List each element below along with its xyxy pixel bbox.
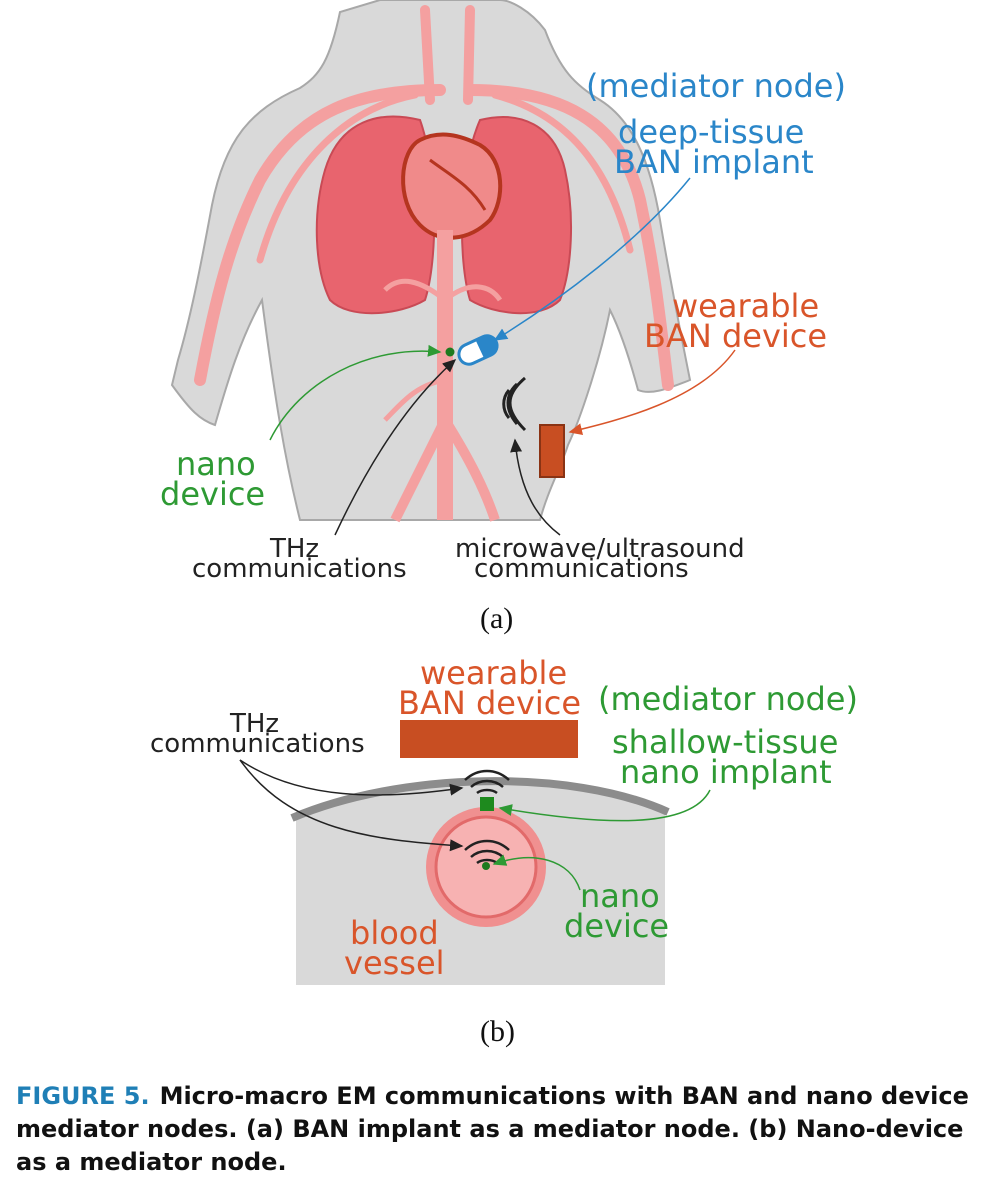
implant-label-b-line1: shallow-tissue: [612, 723, 839, 761]
wearable-label-b-line2: BAN device: [398, 684, 582, 722]
wearable-label-a-line1: wearable: [672, 287, 820, 325]
figure-number: FIGURE 5.: [16, 1082, 150, 1110]
panel-letter-a: (a): [480, 602, 514, 635]
arrow-thz-b1: [239, 759, 464, 796]
arrow-thz-a: [334, 359, 457, 536]
wearable-label-b-line1: wearable: [420, 654, 568, 692]
mediator-node-label-a: (mediator node): [586, 67, 846, 105]
waves-surface: [464, 769, 510, 795]
arm-artery-left: [194, 84, 446, 386]
vessel-label-line1: blood: [350, 914, 439, 952]
implant-label-line1: deep-tissue: [618, 113, 805, 151]
implant-label-line2: BAN implant: [614, 143, 814, 181]
arrow-thz-b2: [239, 759, 464, 852]
arrow-wearable: [568, 349, 736, 436]
arm-artery-right-2: [491, 91, 634, 254]
wearable-ban-device-b: [400, 720, 578, 758]
mediator-node-label-b: (mediator node): [598, 680, 858, 718]
nano-device-dot-a: [445, 347, 455, 357]
neck-artery-right: [463, 5, 475, 105]
thz-label-b-line2: communications: [150, 729, 365, 759]
nano-device-label-b-line1: nano: [580, 877, 660, 915]
mw-label-line1: microwave/ultrasound: [455, 534, 745, 564]
mw-label-line2: communications: [474, 554, 689, 584]
thz-label-a-line1: THz: [270, 534, 320, 564]
heart-detail: [429, 158, 487, 211]
ban-implant-capsule: [457, 334, 499, 366]
heart: [401, 132, 503, 240]
caption-text: Micro-macro EM communications with BAN a…: [16, 1082, 969, 1176]
microwave-waves: [502, 376, 527, 432]
arrow-nano-a: [269, 344, 442, 441]
thz-label-b-line1: THz: [230, 709, 280, 739]
aorta-split-right: [440, 417, 500, 522]
arrow-nano-device-b: [492, 854, 581, 891]
nano-device-label-b-line2: device: [564, 907, 670, 945]
arrow-nano-implant: [498, 789, 711, 822]
nano-device-label-a-line1: nano: [176, 445, 256, 483]
arrow-implant: [493, 177, 691, 341]
panel-letter-b: (b): [480, 1015, 515, 1048]
thz-label-a-line2: communications: [192, 554, 407, 584]
figure-caption: FIGURE 5.Micro-macro EM communications w…: [16, 1080, 971, 1179]
branch-1: [383, 278, 503, 302]
branch-2: [383, 377, 446, 422]
nano-device-dot-b: [482, 862, 490, 870]
wearable-ban-device-a: [539, 424, 565, 478]
arm-artery-left-2: [256, 91, 419, 264]
neck-artery-left: [420, 5, 435, 105]
wearable-label-a-line2: BAN device: [644, 317, 828, 355]
aorta-split-left: [390, 417, 450, 523]
implant-label-b-line2: nano implant: [620, 753, 832, 791]
vessel-label-line2: vessel: [344, 944, 445, 982]
shallow-nano-implant: [480, 797, 494, 811]
nano-device-label-a-line2: device: [160, 475, 266, 513]
arm-artery-right: [464, 84, 674, 391]
arrow-mw: [510, 438, 561, 536]
